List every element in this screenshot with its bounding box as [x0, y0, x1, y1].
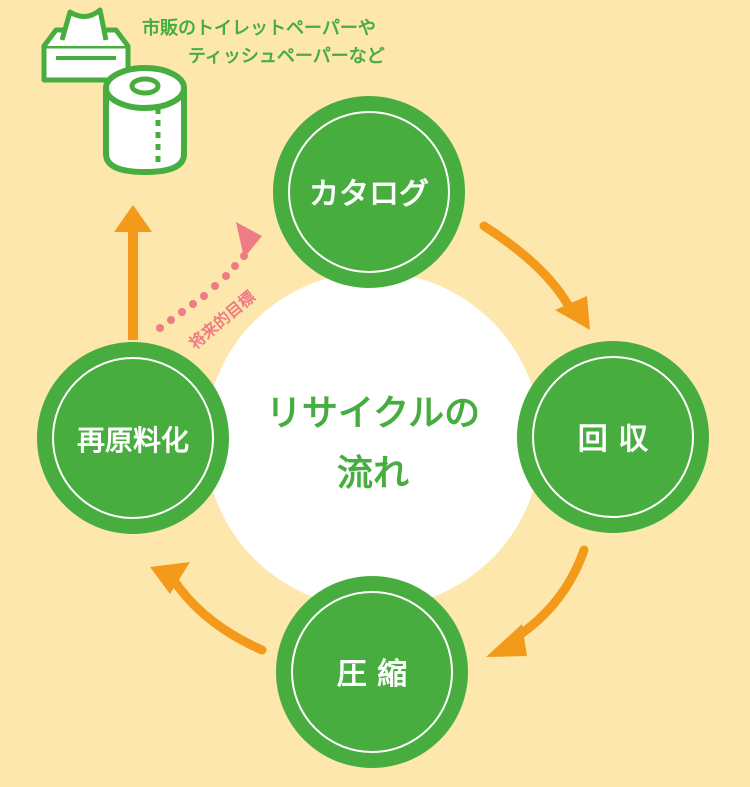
node-collection-label: 回 収: [578, 422, 649, 457]
node-compression-label: 圧 縮: [337, 657, 407, 692]
arrow-collection-to-compression: [486, 545, 589, 657]
product-caption-line1: 市販のトイレットペーパーや: [142, 17, 376, 39]
node-catalog-label: カタログ: [309, 177, 429, 212]
product-caption-line2: ティッシュペーパーなど: [188, 46, 385, 67]
node-recycling-label: 再原料化: [77, 424, 189, 457]
future-goal-arrow: [156, 222, 262, 332]
center-title-line2: 流れ: [337, 453, 409, 494]
center-title: リサイクルの: [266, 393, 480, 434]
center-circle: [205, 272, 541, 608]
toilet-paper-roll-icon: [103, 65, 187, 175]
arrow-catalog-to-collection: [479, 221, 590, 330]
node-catalog: カタログ: [273, 96, 465, 288]
arrow-recycling-to-product: [114, 205, 152, 340]
node-collection: 回 収: [517, 341, 709, 533]
node-recycling: 再原料化: [37, 342, 229, 534]
arrow-compression-to-recycling: [150, 562, 267, 655]
node-compression: 圧 縮: [276, 576, 468, 768]
tissue-box-icon: [41, 7, 131, 83]
